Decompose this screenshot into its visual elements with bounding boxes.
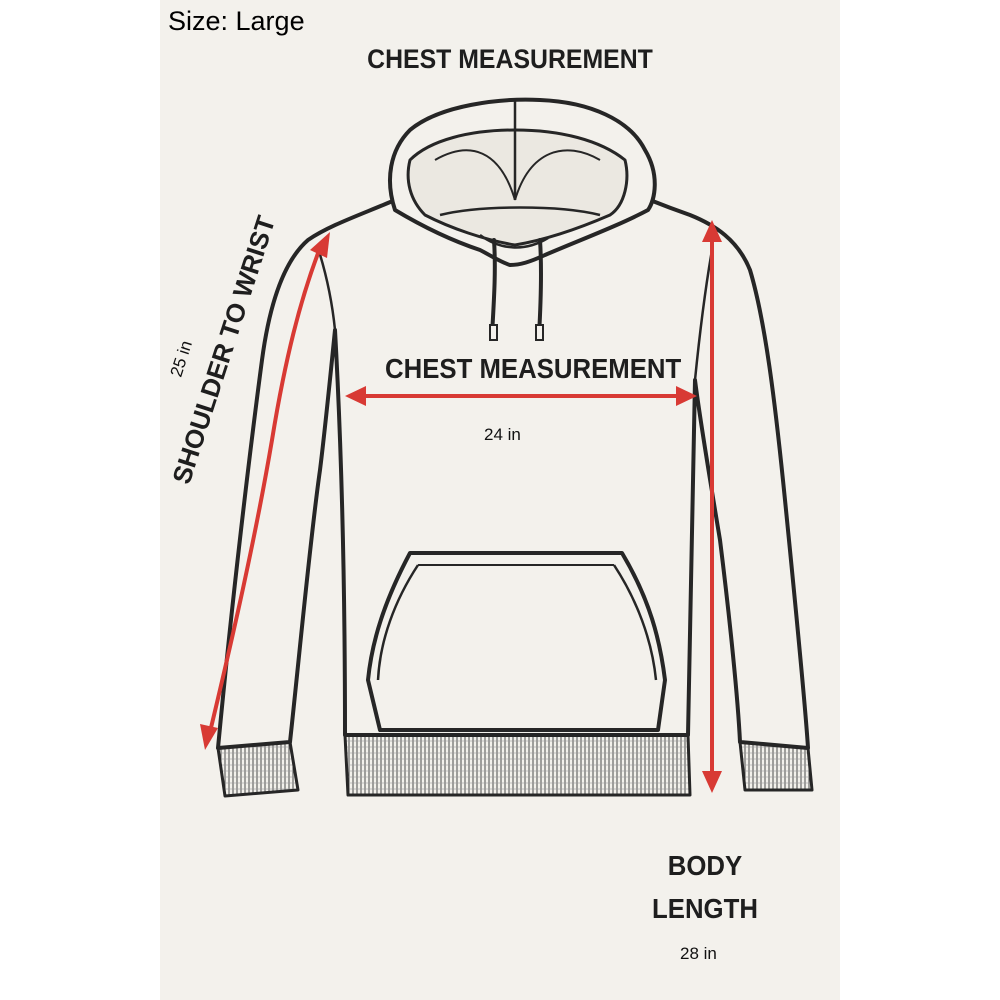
left-cuff xyxy=(216,740,300,798)
chest-label: CHEST MEASUREMENT xyxy=(385,353,682,384)
chest-value: 24 in xyxy=(484,425,521,444)
kangaroo-pocket xyxy=(366,551,667,732)
body-length-label-line1: BODY xyxy=(667,850,743,881)
chest-arrow xyxy=(345,386,697,406)
body-length-label-line2: LENGTH xyxy=(652,893,758,924)
drawstring-right xyxy=(537,238,544,337)
body-length-value: 28 in xyxy=(680,944,717,963)
shoulder-to-wrist-arrow xyxy=(200,232,330,750)
size-label: Size: Large xyxy=(168,6,305,36)
waistband xyxy=(343,733,692,797)
hoodie-outline xyxy=(216,198,810,750)
diagram-title: CHEST MEASUREMENT xyxy=(367,44,653,74)
body-length-arrow xyxy=(702,220,722,793)
